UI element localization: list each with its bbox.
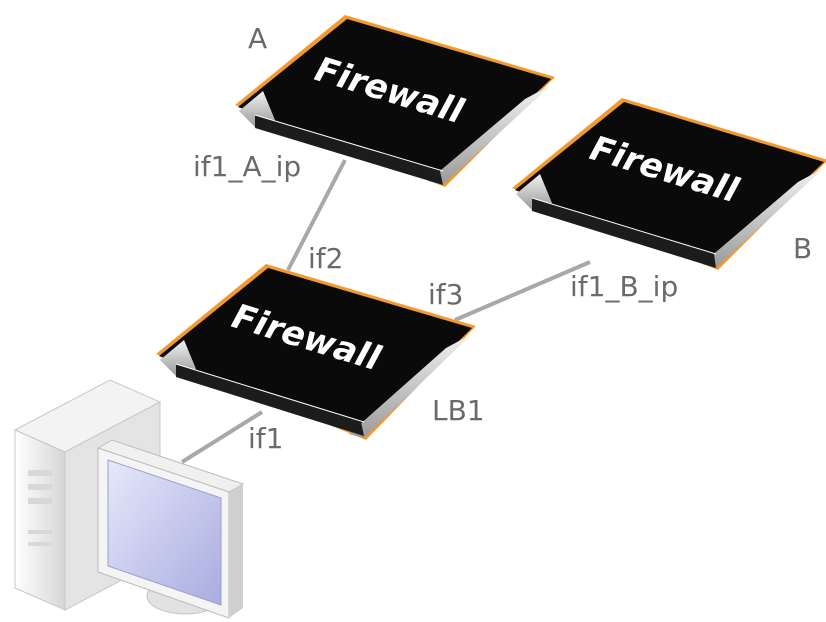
label-device-a: A bbox=[248, 22, 267, 55]
label-if2: if2 bbox=[308, 242, 343, 275]
label-if1-b-ip: if1_B_ip bbox=[570, 270, 678, 303]
link-lb1-b bbox=[454, 260, 591, 322]
desktop-computer-icon bbox=[13, 379, 245, 619]
label-device-b: B bbox=[793, 232, 812, 265]
firewall-a: Firewall bbox=[235, 15, 555, 187]
label-if1: if1 bbox=[248, 422, 283, 455]
label-device-lb1: LB1 bbox=[432, 394, 485, 427]
label-if1-a-ip: if1_A_ip bbox=[193, 150, 301, 183]
link-lb1-pc bbox=[180, 410, 264, 464]
firewall-b: Firewall bbox=[512, 98, 826, 270]
label-if3: if3 bbox=[428, 278, 463, 311]
link-lb1-a bbox=[286, 159, 347, 271]
firewall-lb1: Firewall bbox=[156, 264, 476, 440]
